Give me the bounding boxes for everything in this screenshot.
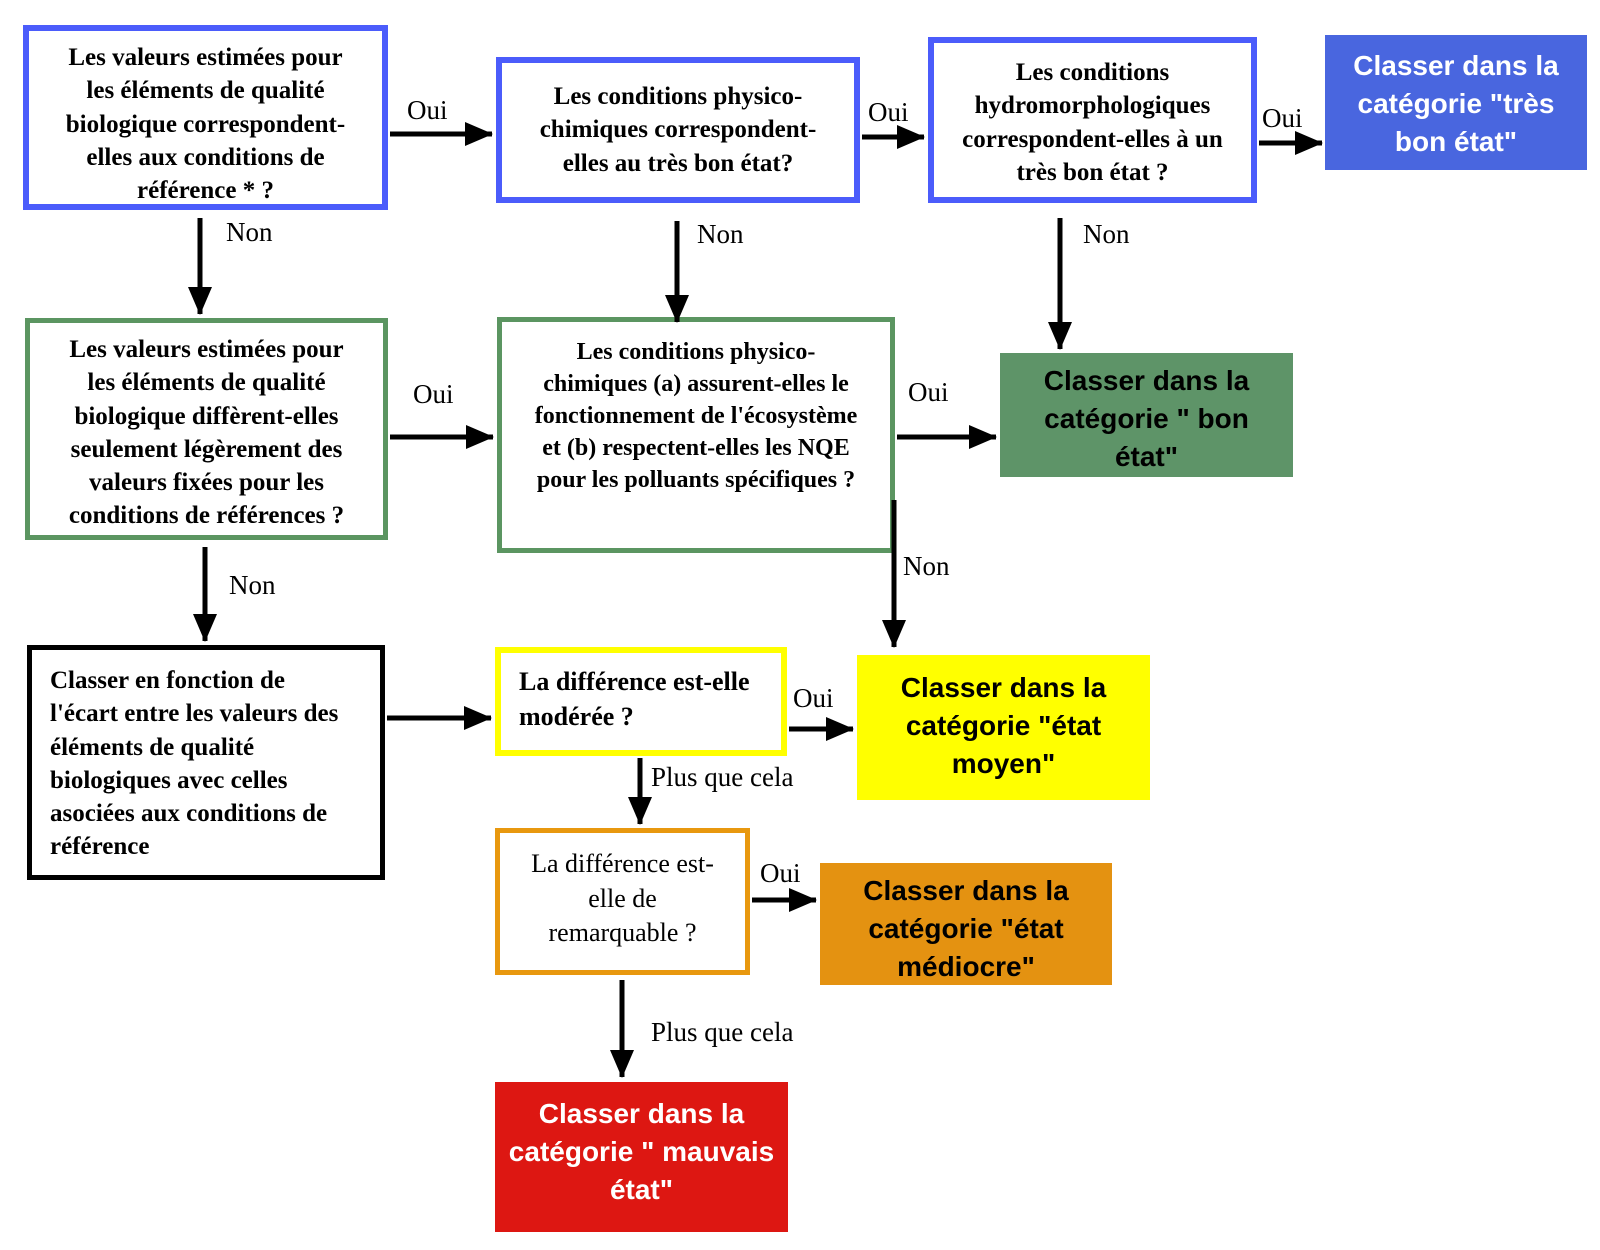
question-text-difference-remarkable: La différence est- elle de remarquable ? [531, 849, 714, 948]
result-box-tres-bon-etat: Classer dans la catégorie "très bon état… [1325, 35, 1587, 170]
edge-label-non-2: Non [697, 219, 744, 249]
action-text-classify-by-gap: Classer en fonction de l'écart entre les… [50, 667, 339, 861]
edge-label-oui-3: Oui [1262, 103, 1303, 133]
question-box-difference-moderate: La différence est-elle modérée ? [495, 647, 787, 756]
question-box-physicochemical-very-good: Les conditions physico- chimiques corres… [496, 57, 860, 203]
edge-label-plus-que-cela-1: Plus que cela [651, 762, 794, 792]
edge-label-oui-7: Oui [760, 858, 801, 888]
edge-label-non-5: Non [229, 570, 276, 600]
result-box-mauvais-etat: Classer dans la catégorie " mauvais état… [495, 1082, 788, 1232]
result-text-tres-bon-etat: Classer dans la catégorie "très bon état… [1353, 50, 1559, 158]
result-text-etat-moyen: Classer dans la catégorie "état moyen" [900, 672, 1107, 780]
edge-label-non-1: Non [226, 217, 273, 247]
question-text-hydromorphological: Les conditions hydromorphologiques corre… [962, 59, 1223, 186]
edge-label-oui-1: Oui [407, 95, 448, 125]
result-box-bon-etat: Classer dans la catégorie " bon état" [1000, 353, 1293, 477]
question-box-biological-slight-difference: Les valeurs estimées pour les éléments d… [25, 318, 388, 540]
question-box-hydromorphological: Les conditions hydromorphologiques corre… [928, 37, 1257, 203]
result-box-etat-moyen: Classer dans la catégorie "état moyen" [857, 655, 1150, 800]
result-box-etat-mediocre: Classer dans la catégorie "état médiocre… [820, 863, 1112, 985]
edge-label-non-4: Non [903, 551, 950, 581]
question-text-physicochemical-ecosystem-nqe: Les conditions physico- chimiques (a) as… [534, 339, 858, 493]
question-box-biological-reference: Les valeurs estimées pour les éléments d… [23, 25, 388, 210]
result-text-etat-mediocre: Classer dans la catégorie "état médiocre… [863, 875, 1069, 983]
action-box-classify-by-gap: Classer en fonction de l'écart entre les… [27, 645, 385, 880]
question-text-physicochemical-very-good: Les conditions physico- chimiques corres… [539, 83, 817, 177]
question-text-biological-slight-difference: Les valeurs estimées pour les éléments d… [68, 336, 345, 530]
question-text-biological-reference: Les valeurs estimées pour les éléments d… [65, 44, 346, 204]
edge-label-oui-4: Oui [413, 379, 454, 409]
question-box-physicochemical-ecosystem-nqe: Les conditions physico- chimiques (a) as… [497, 317, 895, 553]
edge-label-non-3: Non [1083, 219, 1130, 249]
result-text-mauvais-etat: Classer dans la catégorie " mauvais état… [508, 1098, 775, 1206]
edge-label-oui-2: Oui [868, 97, 909, 127]
question-text-difference-moderate: La différence est-elle modérée ? [519, 667, 750, 731]
edge-label-oui-6: Oui [793, 683, 834, 713]
question-box-difference-remarkable: La différence est- elle de remarquable ? [495, 828, 750, 975]
edge-label-plus-que-cela-2: Plus que cela [651, 1017, 794, 1047]
result-text-bon-etat: Classer dans la catégorie " bon état" [1043, 365, 1250, 473]
edge-label-oui-5: Oui [908, 377, 949, 407]
